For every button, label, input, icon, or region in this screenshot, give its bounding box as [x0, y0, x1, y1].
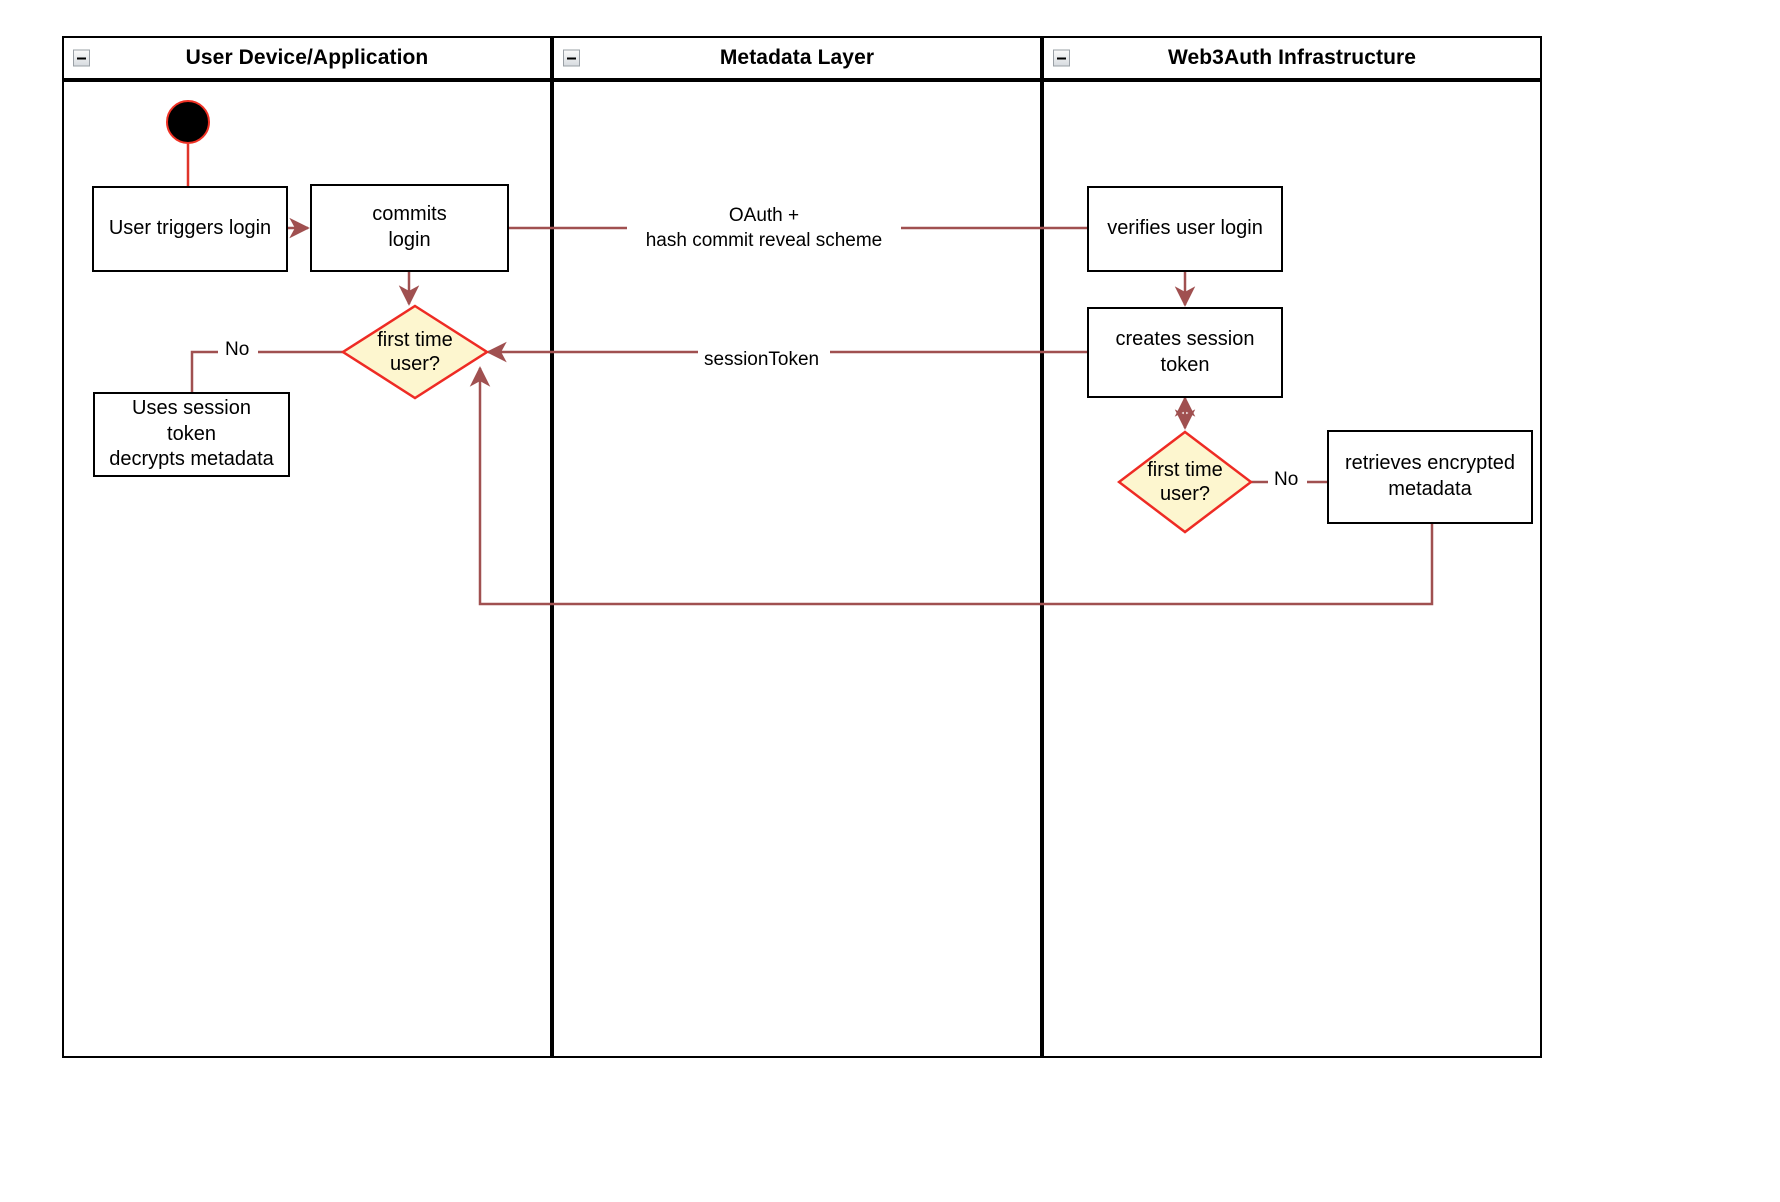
edge-label-no-right: No	[1268, 468, 1305, 493]
edge-label-oauth-line2: hash commit reveal scheme	[645, 229, 883, 251]
edge-label-no-left: No	[219, 338, 256, 363]
node-verifies-user-login[interactable]: verifies user login	[1087, 186, 1283, 272]
lane-title-web3auth: Web3Auth Infrastructure	[1167, 46, 1417, 69]
edge-decision-left-no-segment-b	[190, 350, 218, 392]
node-commits-login[interactable]: commits login	[310, 184, 509, 272]
lane-header-metadata-layer[interactable]: Metadata Layer	[552, 36, 1042, 80]
lane-header-user-device[interactable]: User Device/Application	[62, 36, 552, 80]
node-label-line2: login	[388, 229, 431, 251]
node-label-line2: metadata	[1388, 478, 1472, 500]
node-label-line2: token	[167, 422, 216, 445]
minus-box-icon[interactable]	[563, 49, 580, 67]
lane-header-web3auth[interactable]: Web3Auth Infrastructure	[1042, 36, 1542, 80]
decision-first-time-user-left[interactable]: first time user?	[341, 304, 489, 400]
node-label-line1: Uses session	[132, 397, 251, 420]
node-label: verifies user login	[1107, 217, 1263, 240]
edge-label-session-token: sessionToken	[698, 348, 826, 373]
node-label: User triggers login	[108, 217, 272, 240]
node-label-line1: commits	[372, 203, 447, 226]
node-label-line1: retrieves encrypted	[1344, 452, 1516, 475]
node-creates-session-token[interactable]: creates session token	[1087, 307, 1283, 398]
node-label-line3: decrypts metadata	[109, 448, 274, 471]
edge-label-oauth-line1: OAuth +	[728, 205, 800, 226]
node-label-line2: token	[1160, 353, 1210, 376]
lane-title-metadata-layer: Metadata Layer	[719, 46, 875, 69]
start-node	[166, 100, 210, 144]
minus-box-icon[interactable]	[1053, 49, 1070, 67]
minus-box-icon[interactable]	[73, 49, 90, 67]
lane-title-user-device: User Device/Application	[185, 46, 429, 69]
node-uses-session-token[interactable]: Uses session token decrypts metadata	[93, 392, 290, 477]
lane-body-user-device	[62, 80, 552, 1058]
decision-first-time-user-right[interactable]: first time user?	[1117, 430, 1253, 534]
node-label-line1: creates session	[1115, 327, 1255, 350]
edge-metadata-return-loop	[469, 366, 1434, 606]
edge-label-oauth: OAuth + hash commit reveal scheme	[627, 204, 901, 254]
node-user-triggers-login[interactable]: User triggers login	[92, 186, 288, 272]
lane-body-metadata-layer	[552, 80, 1042, 1058]
lane-body-web3auth	[1042, 80, 1542, 1058]
node-retrieves-encrypted-metadata[interactable]: retrieves encrypted metadata	[1327, 430, 1533, 524]
